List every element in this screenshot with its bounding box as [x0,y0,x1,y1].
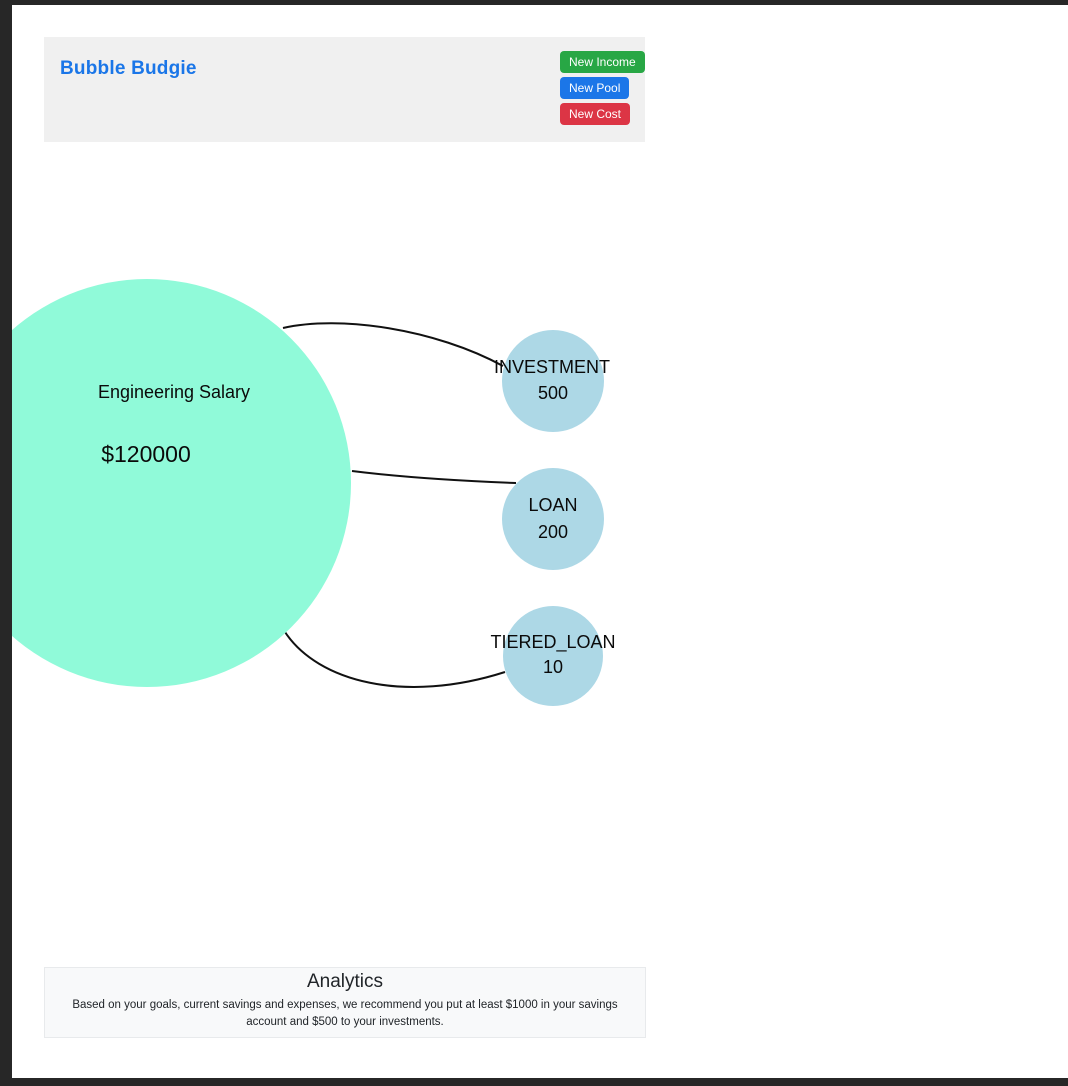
bubble-investment[interactable] [502,330,604,432]
app-title: Bubble Budgie [60,58,197,79]
link-income-investment [282,322,504,367]
bubble-income-value: $120000 [101,441,191,467]
window-frame-bottom [0,1078,1068,1086]
bubble-loan-value: 200 [538,522,568,542]
bubble-loan[interactable] [502,468,604,570]
analytics-recommendation-text: Based on your goals, current savings and… [72,999,618,1028]
header-button-column: New Income New Pool New Cost [560,51,645,125]
new-pool-button[interactable]: New Pool [560,77,630,99]
analytics-title: Analytics [306,971,384,992]
bubble-investment-label: INVESTMENT [494,357,610,377]
bubble-loan-label: LOAN [528,495,577,515]
bubble-income-label: Engineering Salary [98,382,250,402]
analytics-panel: Analytics Based on your goals, current s… [44,967,646,1038]
app-header: Bubble Budgie New Income New Pool New Co… [44,37,645,142]
bubble-tiered-loan-value: 10 [543,657,563,677]
bubble-income[interactable] [0,279,351,687]
bubble-investment-value: 500 [538,383,568,403]
window-frame-left [0,0,12,1086]
link-income-loan [351,470,517,484]
bubble-tiered-loan-label: TIERED_LOAN [490,632,615,653]
new-cost-button[interactable]: New Cost [560,103,631,125]
bubble-tiered-loan[interactable] [503,606,603,706]
new-income-button[interactable]: New Income [560,51,645,73]
window-frame-top [0,0,1068,5]
link-income-tiered-loan [284,631,506,688]
